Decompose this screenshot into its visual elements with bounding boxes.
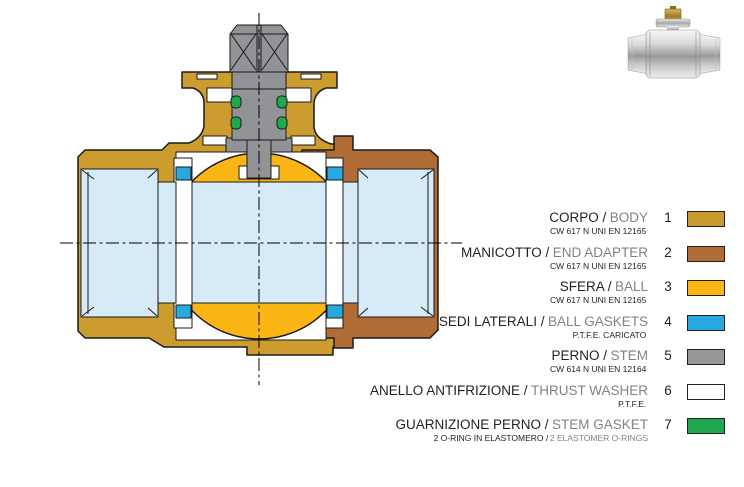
flange-notch-right — [300, 73, 322, 80]
neck-gap-right — [285, 87, 312, 103]
cross-section-group — [60, 13, 462, 385]
ball-gasket-top-right — [326, 166, 344, 181]
valve-photo — [627, 6, 721, 79]
photo-body — [645, 29, 701, 79]
ball-gasket-top-left — [175, 166, 192, 181]
thrust-washer-left — [202, 135, 228, 146]
ball-gasket-bottom-right — [326, 304, 344, 319]
stem-oring — [230, 95, 242, 109]
neck-gap-left — [206, 87, 233, 103]
port-chamfer-lines — [81, 169, 434, 317]
photo-stem-flange — [655, 18, 691, 28]
ball-gasket-bottom-left — [175, 304, 192, 319]
flange-notch-left — [196, 73, 218, 80]
stem-oring — [230, 116, 242, 130]
stem-oring — [276, 95, 288, 109]
thrust-washer-right — [290, 135, 316, 146]
photo-right-cap — [697, 33, 721, 75]
photo-left-cap — [627, 33, 649, 75]
stem-oring — [276, 116, 288, 130]
